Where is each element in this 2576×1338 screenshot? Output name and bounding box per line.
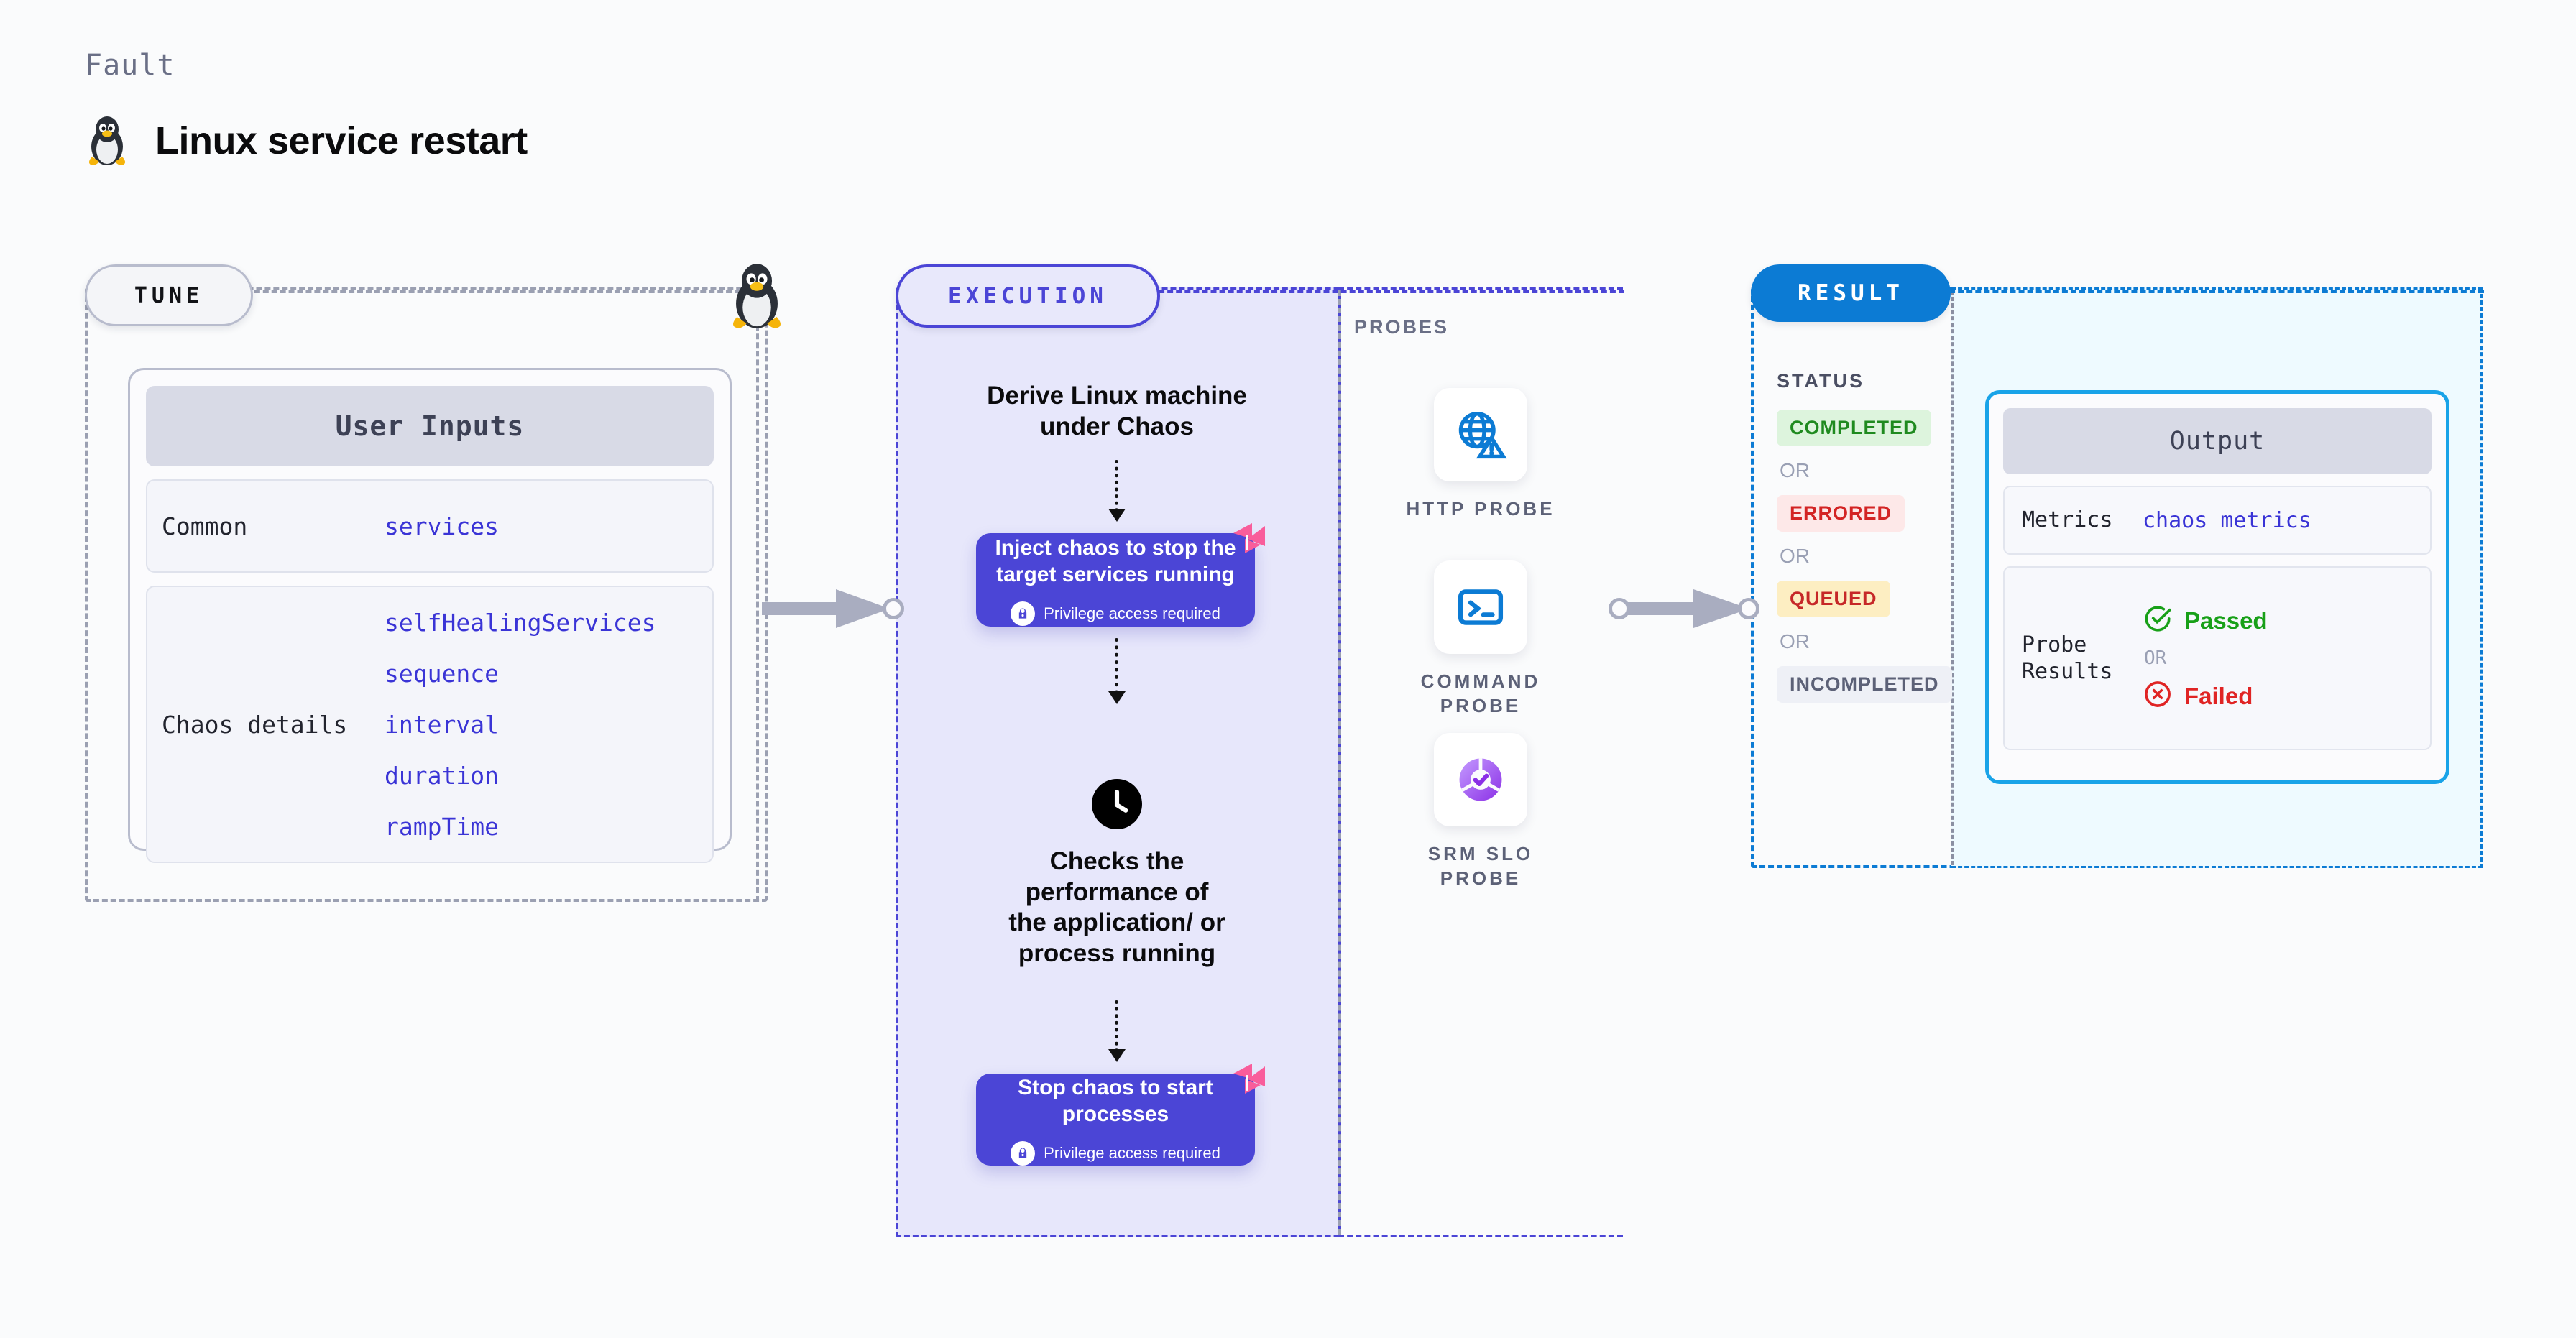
user-inputs-row-chaos: Chaos details selfHealingServices sequen… [146,586,714,863]
step-stop-chaos[interactable]: Stop chaos to start processes Privilege … [976,1064,1265,1166]
input-selfhealingservices[interactable]: selfHealingServices [385,608,656,637]
user-inputs-title: User Inputs [146,386,714,466]
privilege-note: Privilege access required [1011,601,1220,626]
probe-http[interactable]: HTTP PROBE [1394,388,1567,522]
status-badge-queued: QUEUED [1777,581,1890,617]
status-list: COMPLETED OR ERRORED OR QUEUED OR INCOMP… [1777,410,1952,703]
status-label: STATUS [1777,370,1864,392]
result-divider [1951,290,1954,865]
or-separator: OR [1780,459,1810,481]
user-inputs-row-common: Common services [146,479,714,573]
result-badge[interactable]: RESULT [1751,264,1951,322]
output-row-metrics: Metrics chaos metrics [2003,486,2432,555]
step-checks-label: Checks the performance of the applicatio… [1008,847,1225,968]
execution-top-connector [1150,290,1624,293]
slo-donut-check-icon [1434,733,1527,826]
privilege-text: Privilege access required [1044,604,1220,622]
harness-logo-icon [1223,517,1271,565]
row-values: services [385,512,499,540]
probes-divider [1338,290,1341,1235]
result-top-connector [1941,290,2484,293]
connector-tune-to-execution [762,583,898,637]
output-key-probe-results: Probe Results [2022,632,2113,685]
probe-passed-text: Passed [2184,606,2268,634]
clock-icon [1092,779,1142,829]
page-eyebrow: Fault [85,49,175,82]
x-circle-icon [2143,679,2173,713]
probes-label: PROBES [1354,316,1450,338]
probe-result-values: Passed OR Failed [2143,604,2268,713]
input-interval[interactable]: interval [385,710,499,739]
tune-panel [85,287,768,902]
step-derive-label: Derive Linux machine under Chaos [987,382,1247,440]
flow-arrow-3 [1108,1000,1126,1062]
status-badge-completed: COMPLETED [1777,410,1931,446]
connector-node-result-in [1738,598,1760,619]
output-value-chaos-metrics[interactable]: chaos metrics [2143,507,2312,533]
probe-label: COMMAND PROBE [1420,670,1541,716]
probe-command[interactable]: COMMAND PROBE [1394,560,1567,719]
privilege-note: Privilege access required [1011,1140,1220,1166]
user-inputs-card: User Inputs Common services Chaos detail… [128,368,732,863]
or-separator: OR [1780,545,1810,567]
flow-arrow-2 [1108,638,1126,704]
tune-top-connector [237,290,740,293]
input-sequence[interactable]: sequence [385,659,499,688]
probe-srm-slo[interactable]: SRM SLO PROBE [1394,733,1567,891]
check-circle-icon [2143,604,2173,637]
privilege-text: Privilege access required [1044,1143,1220,1162]
globe-warning-icon [1434,388,1527,481]
output-card: Output Metrics chaos metrics Probe Resul… [1985,390,2450,784]
step-inject-chaos[interactable]: Inject chaos to stop the target services… [976,523,1265,627]
page-title: Linux service restart [85,114,528,168]
step-stop-title: Stop chaos to start processes [1018,1075,1213,1127]
linux-penguin-icon [85,114,129,168]
execution-flow: Derive Linux machine under Chaos Inject … [896,287,1338,1237]
connector-node-probes-out [1609,598,1630,619]
input-services[interactable]: services [385,512,499,540]
input-ramptime[interactable]: rampTime [385,812,499,841]
lock-icon [1011,601,1036,626]
terminal-icon [1434,560,1527,654]
row-key: Chaos details [162,710,348,739]
probe-result-passed: Passed [2143,604,2268,637]
tune-right-connector [756,290,759,902]
execution-badge[interactable]: EXECUTION [896,264,1160,328]
or-separator: OR [1780,630,1810,652]
lock-icon [1011,1140,1036,1166]
tune-badge[interactable]: TUNE [85,264,253,326]
probe-result-failed: Failed [2143,679,2268,713]
connector-execution-to-result [1616,583,1760,637]
output-key-metrics: Metrics [2022,507,2113,533]
output-row-probe-results: Probe Results Passed OR [2003,566,2432,750]
row-values: selfHealingServices sequence interval du… [385,609,656,841]
connector-node-execution-in [883,598,904,619]
row-key: Common [162,512,248,540]
status-badge-errored: ERRORED [1777,495,1905,532]
or-separator: OR [2144,647,2167,669]
harness-logo-icon [1223,1058,1271,1105]
input-duration[interactable]: duration [385,761,499,790]
status-badge-incompleted: INCOMPLETED [1777,666,1952,703]
probe-label: HTTP PROBE [1406,498,1555,520]
page-title-text: Linux service restart [155,119,528,162]
tune-linux-penguin-icon [726,260,788,336]
flow-arrow-1 [1108,460,1126,522]
step-inject-title: Inject chaos to stop the target services… [995,535,1236,587]
probe-label: SRM SLO PROBE [1427,843,1534,889]
probe-failed-text: Failed [2184,682,2253,709]
output-title: Output [2003,408,2432,474]
